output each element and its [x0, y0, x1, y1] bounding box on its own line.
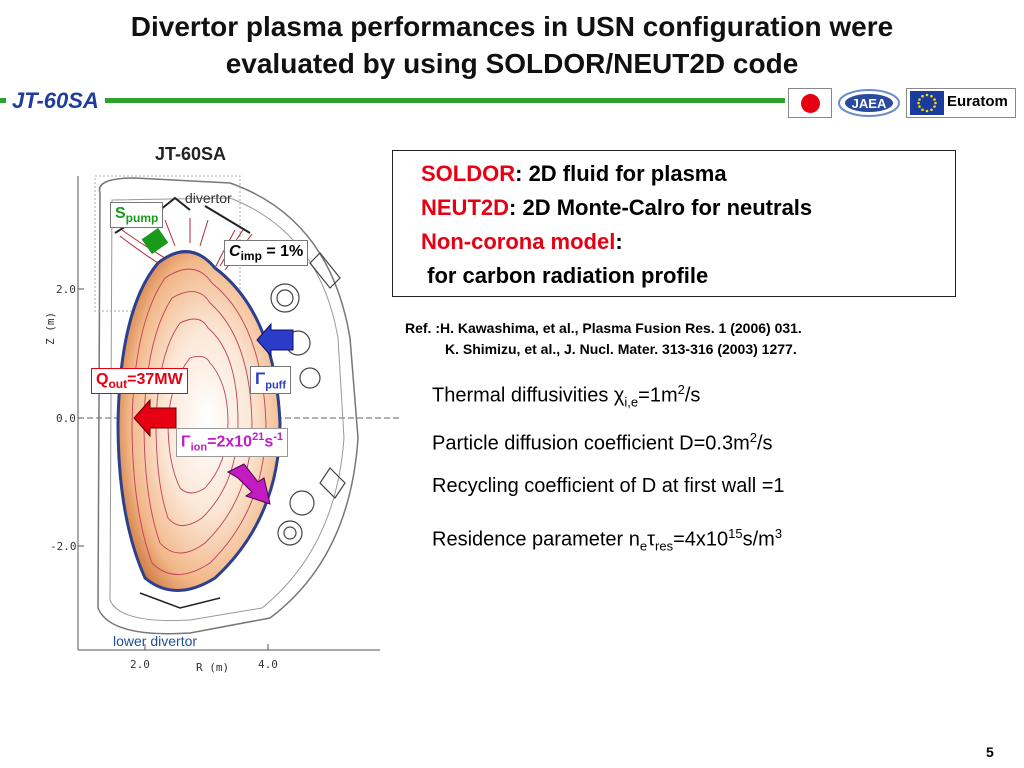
- japan-flag-logo: [788, 88, 832, 118]
- page-number: 5: [986, 744, 994, 760]
- residence-val: =4x10: [673, 528, 729, 551]
- gamma-ion-unit-exp: -1: [273, 431, 283, 443]
- euratom-logo: Euratom: [906, 88, 1016, 118]
- q-out-base: Q: [96, 371, 109, 388]
- gamma-puff-symbol: Γ: [255, 369, 266, 388]
- soldor-line: SOLDOR: 2D fluid for plasma: [421, 157, 955, 191]
- c-imp-value: = 1%: [261, 243, 304, 260]
- vacuum-vessel-outline: [97, 177, 359, 635]
- reference-1: Ref. :H. Kawashima, et al., Plasma Fusio…: [405, 320, 802, 336]
- ion-flux-arrow-icon: [226, 463, 271, 505]
- header-label: JT-60SA: [6, 88, 105, 114]
- lower-divertor-plates: [139, 592, 221, 609]
- tokamak-cross-section-figure: [40, 138, 410, 678]
- gamma-ion-value: =2x10: [207, 433, 253, 451]
- non-corona-colon: :: [615, 229, 623, 254]
- residence-exp: 15: [728, 526, 743, 541]
- c-imp-sub: imp: [240, 249, 262, 264]
- gas-puff-arrow-icon: [256, 322, 294, 358]
- thermal-post: =1m: [638, 384, 678, 407]
- s-pump-label: Spump: [110, 202, 164, 229]
- s-pump-sub: pump: [125, 211, 159, 226]
- slide-title: Divertor plasma performances in USN conf…: [20, 8, 1004, 82]
- y-tick-label: -2.0: [50, 540, 77, 553]
- reference-2: K. Shimizu, et al., J. Nucl. Mater. 313-…: [445, 341, 797, 357]
- particle-pre: Particle diffusion coefficient D=0.3m: [432, 432, 750, 455]
- title-line-2: evaluated by using SOLDOR/NEUT2D code: [225, 48, 799, 79]
- residence-sub-res: res: [655, 538, 674, 554]
- residence-mid: s/m: [742, 528, 775, 551]
- jaea-logo: JAEA: [836, 88, 902, 118]
- thermal-chi: χ: [613, 384, 625, 407]
- figure-lower-divertor-label: lower divertor: [113, 633, 198, 649]
- header-rule: [0, 98, 785, 103]
- soldor-name: SOLDOR: [421, 161, 516, 186]
- s-pump-base: S: [115, 205, 126, 222]
- tokamak-svg: [77, 175, 400, 651]
- q-out-arrow-icon: [133, 398, 177, 438]
- soldor-desc: : 2D fluid for plasma: [515, 161, 727, 186]
- recycling-coefficient-line: Recycling coefficient of D at first wall…: [432, 475, 785, 497]
- neut2d-desc: : 2D Monte-Calro for neutrals: [509, 195, 813, 220]
- y-tick-label: 0.0: [56, 412, 76, 425]
- c-imp-label: Cimp = 1%: [224, 240, 309, 267]
- code-description-box: SOLDOR: 2D fluid for plasma NEUT2D: 2D M…: [392, 150, 956, 297]
- q-out-value: =37MW: [127, 371, 183, 388]
- gamma-ion-symbol: Γ: [181, 433, 191, 451]
- gamma-ion-unit: s: [264, 433, 274, 451]
- residence-tau: τ: [647, 528, 656, 551]
- residence-sub-e: e: [639, 538, 648, 554]
- carbon-radiation-line: for carbon radiation profile: [421, 263, 709, 288]
- figure-divertor-label: divertor: [185, 190, 232, 206]
- gamma-ion-exp: 21: [252, 431, 265, 443]
- neut2d-line: NEUT2D: 2D Monte-Calro for neutrals: [421, 191, 955, 225]
- q-out-label: Qout=37MW: [91, 368, 188, 395]
- y-axis-label: Z (m): [44, 311, 57, 345]
- non-corona-name: Non-corona model: [421, 229, 616, 254]
- gamma-ion-sub: ion: [190, 441, 208, 454]
- c-imp-base: C: [229, 243, 241, 260]
- x-axis-label: R (m): [196, 661, 230, 674]
- thermal-exp: 2: [677, 382, 685, 397]
- eu-flag-icon: [910, 91, 944, 115]
- title-line-1: Divertor plasma performances in USN conf…: [130, 11, 894, 42]
- gamma-puff-label: Γpuff: [250, 366, 291, 395]
- simulation-parameters: Thermal diffusivities χi,e=1m2/s Particl…: [432, 378, 785, 570]
- residence-pre: Residence parameter n: [432, 528, 640, 551]
- x-tick-label: 4.0: [258, 658, 278, 671]
- thermal-sub: i,e: [624, 394, 639, 410]
- particle-diffusion-line: Particle diffusion coefficient D=0.3m2/s: [432, 426, 785, 474]
- thermal-pre: Thermal diffusivities: [432, 384, 614, 407]
- thermal-unit: /s: [684, 384, 701, 407]
- gamma-ion-label: Γion=2x1021s-1: [176, 428, 288, 457]
- neut2d-name: NEUT2D: [421, 195, 510, 220]
- x-tick-label: 2.0: [130, 658, 150, 671]
- particle-unit: /s: [757, 432, 773, 455]
- plasma-region: [116, 250, 282, 592]
- jaea-logo-text: JAEA: [852, 96, 887, 111]
- non-corona-line: Non-corona model:: [421, 225, 955, 259]
- references: Ref. :H. Kawashima, et al., Plasma Fusio…: [405, 318, 802, 360]
- outer-coils: [270, 252, 346, 546]
- gamma-puff-sub: puff: [265, 379, 286, 392]
- particle-exp: 2: [749, 430, 757, 445]
- euratom-logo-text: Euratom: [947, 93, 1008, 110]
- residence-parameter-line: Residence parameter neτres=4x1015s/m3: [432, 522, 785, 570]
- figure-title: JT-60SA: [155, 144, 227, 164]
- residence-exp2: 3: [774, 526, 783, 541]
- y-tick-label: 2.0: [56, 283, 76, 296]
- thermal-diffusivity-line: Thermal diffusivities χi,e=1m2/s: [432, 378, 785, 426]
- q-out-sub: out: [108, 377, 128, 392]
